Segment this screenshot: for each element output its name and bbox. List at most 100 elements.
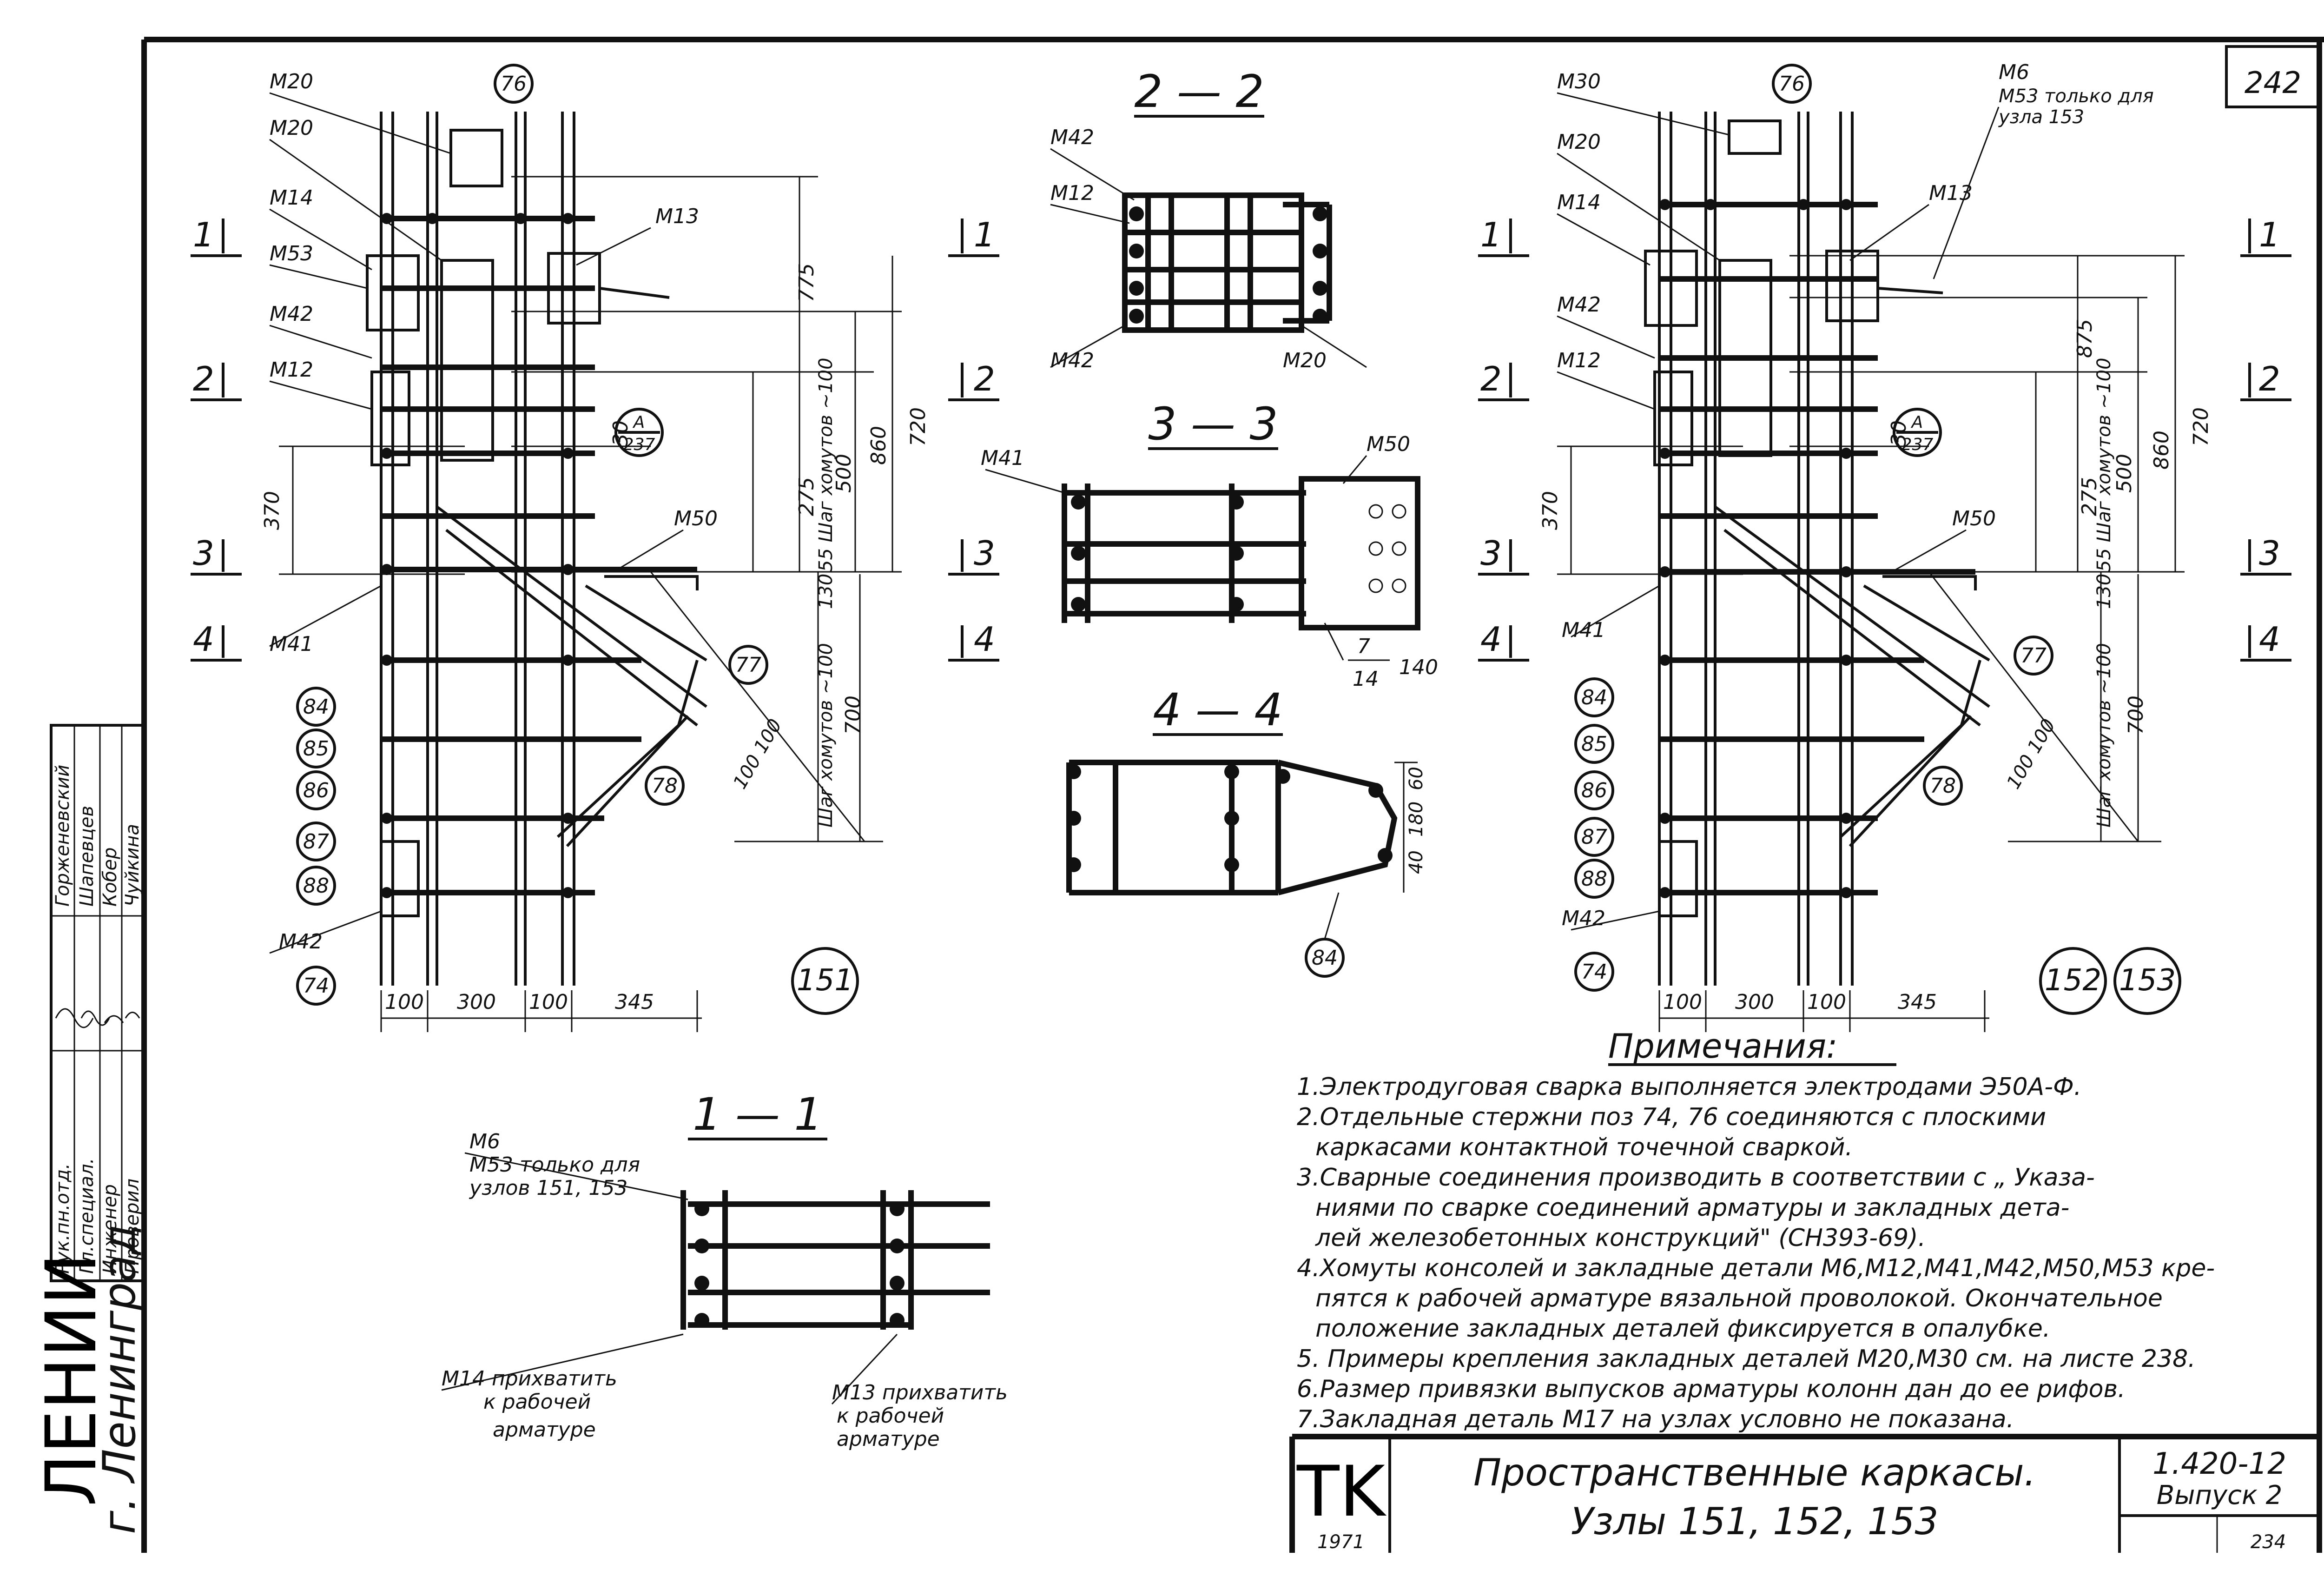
cut-4-right: 4 — [974, 620, 995, 659]
note-line-3: каркасами контактной точечной сваркой. — [1315, 1133, 1853, 1161]
label-m13: М13 — [655, 205, 699, 228]
cut-1-right: 1 — [974, 215, 995, 254]
dim-shag-130: 130 — [815, 574, 837, 609]
title-line-2: Узлы 151, 152, 153 — [1571, 1500, 1939, 1543]
r-label-m30: М30 — [1557, 70, 1601, 93]
cut-2-left: 2 — [193, 359, 214, 398]
label-m20-top: М20 — [270, 70, 313, 93]
node-number-153: 153 — [2119, 963, 2176, 998]
r-dim-bottom-100b: 100 — [1807, 990, 1846, 1014]
section-title-2-2: 2 — 2 — [1134, 66, 1264, 118]
s11-m6: М6 — [469, 1130, 500, 1153]
sheet-frame: 2 4 2 — [141, 37, 2324, 1553]
s11-m13-line2: к рабочей — [837, 1404, 944, 1428]
s33-m41: М41 — [981, 446, 1024, 470]
r-dim-bottom-345: 345 — [1898, 990, 1937, 1014]
section-3-3: 3 — 3 М41 М50 7 1 — [981, 398, 1438, 691]
pos-74: 74 — [303, 974, 329, 998]
s11-m14-line2: к рабочей — [483, 1390, 591, 1414]
r-label-m50: М50 — [1952, 507, 1996, 530]
s22-m42-bottom: М42 — [1050, 349, 1094, 372]
cut-3-left: 3 — [193, 534, 214, 573]
node-152-153-drawing: 875 720 860 500 275 30 370 700 55 Шаг хо… — [1478, 60, 2291, 1032]
r-callout-sheet: 237 — [1901, 435, 1934, 454]
footer-small: 234 — [2251, 1531, 2286, 1553]
r-label-m20: М20 — [1557, 130, 1601, 154]
note-line-8: пятся к рабочей арматуре вязальной прово… — [1315, 1285, 2163, 1312]
title-block: TK 1971 Пространственные каркасы. Узлы 1… — [1289, 1434, 2319, 1553]
section-4-4: 4 — 4 60 180 40 84 — [1066, 684, 1427, 978]
dim-bottom-100b: 100 — [529, 990, 568, 1014]
left-stamp: Рук.пн.отд. Гл.специал. Инженер Проверил… — [31, 724, 145, 1534]
dim-275: 275 — [795, 477, 819, 516]
label-m50: М50 — [674, 507, 718, 530]
s22-m20: М20 — [1283, 349, 1327, 372]
r-dim-bottom-100a: 100 — [1663, 990, 1702, 1014]
r-pos-86: 86 — [1581, 779, 1607, 802]
section-title-1-1: 1 — 1 — [693, 1088, 822, 1140]
r-cut-3-left: 3 — [1480, 534, 1502, 573]
note-line-11: 6.Размер привязки выпусков арматуры коло… — [1297, 1375, 2126, 1403]
r-label-m12: М12 — [1557, 349, 1601, 372]
note-line-4: 3.Сварные соединения производить в соотв… — [1297, 1164, 2095, 1192]
dim-775: 775 — [795, 263, 819, 302]
r-pos-87: 87 — [1581, 825, 1607, 849]
series-number: 1.420-12 — [2152, 1447, 2286, 1481]
r-label-m42-bottom: М42 — [1562, 907, 1605, 930]
s22-m12: М12 — [1050, 181, 1094, 205]
node-number-152: 152 — [2045, 963, 2101, 998]
notes-heading: Примечания: — [1608, 1027, 1837, 1066]
r-dim-shag-130: 130 — [2093, 574, 2115, 609]
role-2: Гл.специал. — [76, 1158, 98, 1274]
r-cut-1-right: 1 — [2259, 215, 2280, 254]
r-dim-875: 875 — [2073, 319, 2097, 358]
label-m14: М14 — [270, 186, 313, 210]
label-m12: М12 — [270, 358, 313, 382]
node-number-151: 151 — [797, 963, 853, 998]
stamp-year: 1971 — [1317, 1531, 1365, 1553]
r-label-m6: М6 — [1999, 60, 2029, 84]
r-label-m13: М13 — [1929, 181, 1973, 205]
pos-77: 77 — [735, 653, 761, 677]
r-dim-700: 700 — [2124, 696, 2148, 735]
r-pos-88: 88 — [1581, 867, 1607, 891]
r-dim-100-100: 100 100 — [2003, 715, 2060, 793]
r-dim-500: 500 — [2113, 454, 2136, 493]
callout-sheet: 237 — [623, 435, 655, 454]
sheet-number: 242 — [2245, 66, 2301, 100]
r-label-m53-only: М53 только для — [1999, 86, 2154, 107]
name-1: Горженевский — [52, 765, 73, 907]
note-line-7: 4.Хомуты консолей и закладные детали М6,… — [1297, 1254, 2215, 1282]
r-pos-85: 85 — [1581, 732, 1607, 756]
section-2-2: 2 — 2 М42 М12 М42 — [1050, 66, 1367, 372]
stamp-tk: TK — [1296, 1451, 1387, 1532]
r-cut-1-left: 1 — [1480, 215, 1502, 254]
pos-86: 86 — [303, 779, 329, 802]
callout-a: А — [633, 413, 645, 432]
s11-m13-line3: арматуре — [837, 1427, 940, 1451]
title-line-1: Пространственные каркасы. — [1473, 1451, 2036, 1494]
r-label-m53-node: узла 153 — [1998, 106, 2084, 128]
s44-dim-60: 60 — [1406, 767, 1427, 790]
r-cut-3-right: 3 — [2259, 534, 2280, 573]
role-1: Рук.пн.отд. — [52, 1163, 73, 1274]
r-cut-2-left: 2 — [1480, 359, 1502, 398]
r-label-m42: М42 — [1557, 293, 1601, 317]
dim-700: 700 — [841, 696, 865, 735]
pos-88: 88 — [303, 874, 329, 898]
note-line-5: ниями по сварке соединений арматуры и за… — [1315, 1194, 2069, 1222]
note-line-12: 7.Закладная деталь М17 на узлах условно … — [1297, 1405, 2014, 1433]
role-4: Проверил — [122, 1179, 143, 1274]
signatures — [55, 1008, 140, 1028]
node-151-drawing: 775 720 860 500 275 30 370 700 55 Шаг хо… — [191, 64, 999, 1032]
label-m41: М41 — [270, 632, 313, 656]
s11-m14-line3: арматуре — [493, 1418, 596, 1442]
cut-1-left: 1 — [193, 215, 214, 254]
s33-frac-top: 7 — [1357, 635, 1370, 658]
r-dim-275: 275 — [2078, 477, 2101, 516]
pos-85: 85 — [303, 737, 329, 761]
pos-78: 78 — [652, 774, 678, 798]
cut-2-right: 2 — [974, 359, 995, 398]
s44-dim-180: 180 — [1406, 802, 1427, 837]
role-3: Инженер — [99, 1184, 121, 1274]
